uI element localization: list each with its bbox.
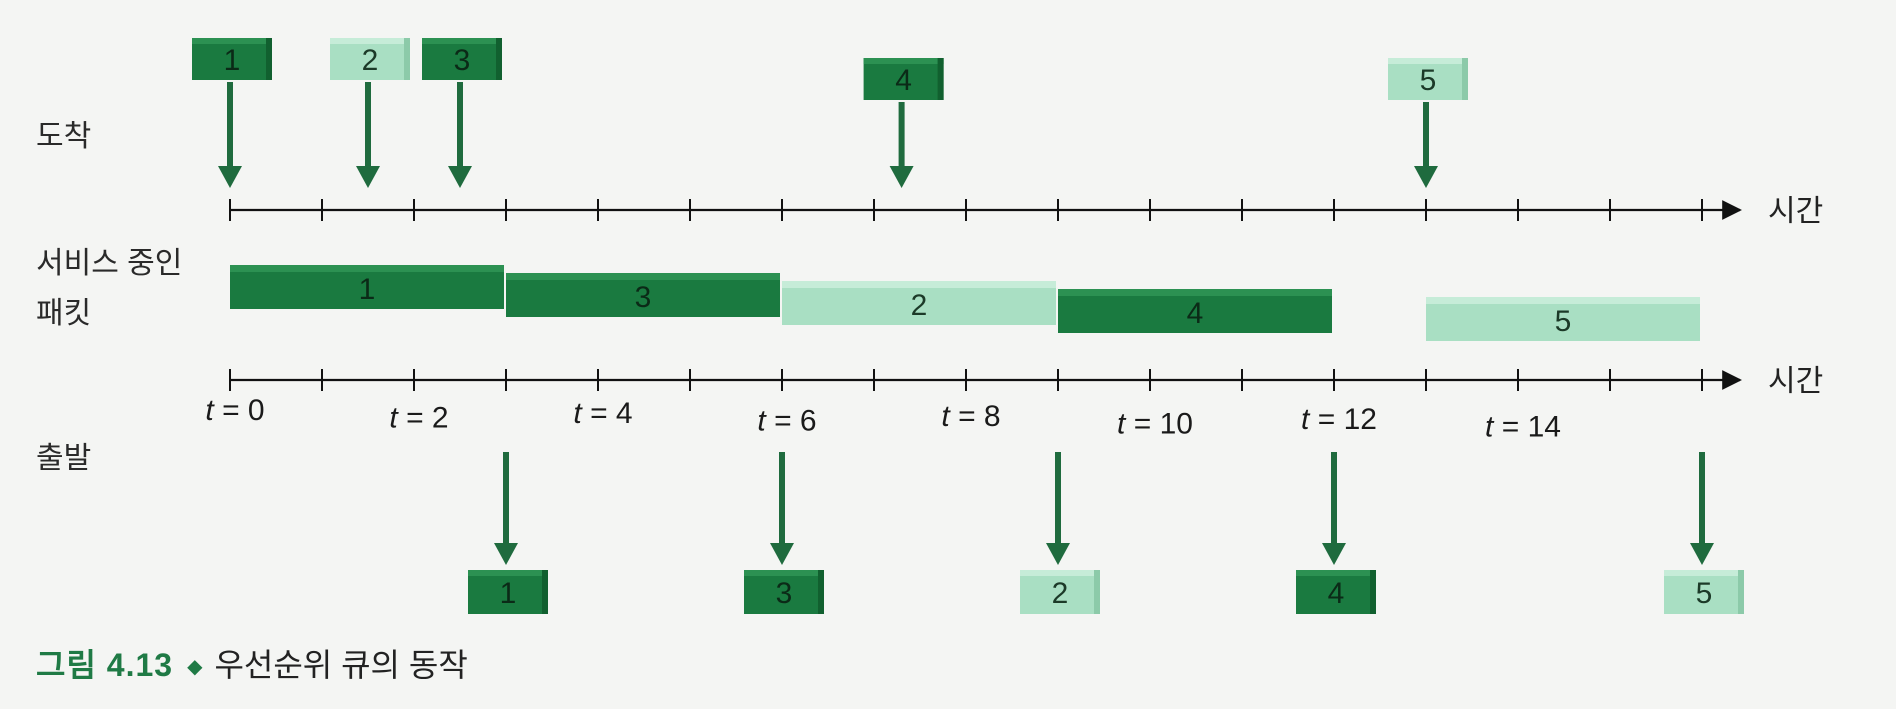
arrival-arrow-5 [1414, 102, 1438, 188]
priority-queue-diagram: 1 2 3 4 5 시간 1 3 2 4 5 시간 t = 0 t = 2 t = 4 t = 6 t =… [192, 38, 1823, 614]
caption-title: 우선순위 큐의 동작 [214, 647, 468, 683]
departure-label: 출발 [36, 442, 92, 475]
arrival-packet-2: 2 [330, 38, 410, 80]
in-service-label-line2: 패킷 [36, 297, 92, 330]
packet-number: 1 [500, 577, 517, 610]
packet-number: 4 [1328, 577, 1345, 610]
packet-number: 2 [362, 44, 379, 77]
departure-arrow-3 [770, 452, 794, 565]
time-tick-label: t = 6 [757, 405, 816, 438]
arrival-arrow-3 [448, 82, 472, 188]
departure-arrow-5 [1690, 452, 1714, 565]
arrival-packet-3: 3 [422, 38, 502, 80]
packet-number: 5 [1420, 64, 1437, 97]
service-axis-time-label: 시간 [1768, 365, 1823, 398]
caption-number: 그림 4.13 [36, 647, 174, 683]
arrival-arrow-4 [889, 102, 914, 188]
departure-arrow-2 [1046, 452, 1070, 565]
time-tick-label: t = 14 [1485, 411, 1561, 444]
packet-number: 5 [1696, 577, 1713, 610]
departure-arrow-4 [1322, 452, 1346, 565]
service-packet-number: 1 [359, 273, 376, 306]
time-tick-label: t = 4 [573, 397, 632, 430]
arrival-arrow-1 [218, 82, 242, 188]
service-packet-number: 5 [1555, 305, 1572, 338]
caption-bullet: ◆ [187, 656, 203, 678]
service-bar-2: 2 [782, 281, 1056, 325]
packet-number: 1 [224, 44, 241, 77]
arrival-packet-5: 5 [1388, 58, 1468, 100]
arrival-packet-4: 4 [863, 58, 944, 100]
arrival-packet-1: 1 [192, 38, 272, 80]
service-packet-number: 4 [1187, 297, 1204, 330]
time-tick-label: t = 0 [205, 394, 264, 427]
departure-packet-4: 4 [1296, 570, 1376, 614]
service-bar-4: 4 [1058, 289, 1332, 333]
service-packet-number: 2 [911, 289, 928, 322]
departure-arrow-1 [494, 452, 518, 565]
service-bar-1: 1 [230, 265, 504, 309]
packet-number: 2 [1052, 577, 1069, 610]
departure-packet-2: 2 [1020, 570, 1100, 614]
arrival-arrow-2 [356, 82, 380, 188]
time-tick-label: t = 10 [1117, 408, 1193, 441]
packet-number: 3 [454, 44, 471, 77]
time-tick-label: t = 12 [1301, 403, 1377, 436]
service-packet-number: 3 [635, 281, 652, 314]
service-bar-5: 5 [1426, 297, 1700, 341]
packet-number: 3 [776, 577, 793, 610]
service-bar-3: 3 [506, 273, 780, 317]
figure-caption: 그림 4.13 ◆ 우선순위 큐의 동작 [36, 645, 468, 690]
time-tick-label: t = 2 [389, 402, 448, 435]
time-tick-label: t = 8 [941, 400, 1000, 433]
arrival-label: 도착 [36, 120, 92, 153]
departure-packet-5: 5 [1664, 570, 1744, 614]
in-service-label-line1: 서비스 중인 [36, 247, 183, 280]
departure-packet-1: 1 [468, 570, 548, 614]
arrival-axis-time-label: 시간 [1768, 195, 1823, 228]
departure-packet-3: 3 [744, 570, 824, 614]
packet-number: 4 [895, 64, 912, 97]
